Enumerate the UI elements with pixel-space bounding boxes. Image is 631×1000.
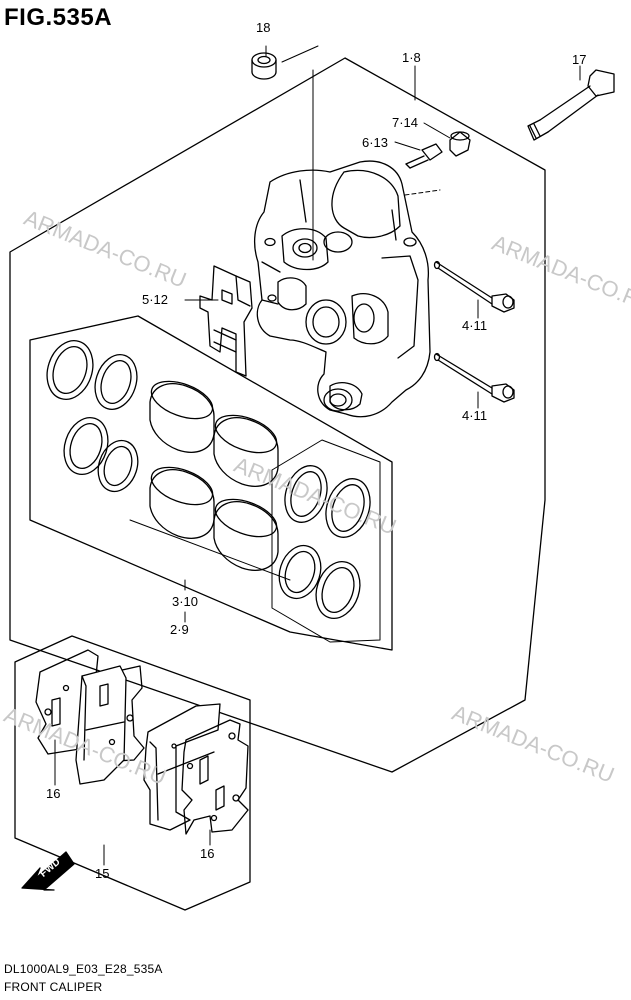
leader-lines — [54, 45, 581, 866]
pad-pin-upper — [433, 260, 515, 313]
callout-bleeder-cap[interactable]: 7·14 — [392, 115, 419, 130]
callout-pad-set[interactable]: 15 — [95, 866, 110, 881]
diagram-name: FRONT CALIPER — [4, 980, 103, 994]
brake-pad-right — [143, 703, 249, 835]
seal-rings-left — [46, 340, 139, 493]
callout-pad-spring[interactable]: 5·12 — [142, 292, 169, 307]
forward-direction-arrow-icon — [21, 851, 75, 891]
callout-piston-set[interactable]: 2·9 — [170, 622, 189, 637]
caliper-mounting-bolt — [527, 69, 615, 141]
brake-pad-left — [35, 649, 145, 785]
pad-spring — [199, 265, 253, 377]
callout-pad-left[interactable]: 16 — [46, 786, 61, 801]
callout-bushing[interactable]: 18 — [256, 20, 271, 35]
callout-seal-set[interactable]: 3·10 — [172, 594, 199, 609]
bushing-part — [251, 52, 277, 80]
caliper-body — [253, 160, 431, 418]
piston-seal-group-frame — [29, 315, 393, 651]
bleeder-valve — [405, 143, 443, 169]
callout-caliper-body[interactable]: 1·8 — [402, 50, 421, 65]
callout-bleeder-valve[interactable]: 6·13 — [362, 135, 389, 150]
figure-title: FIG.535A — [4, 4, 113, 31]
caliper-assembly-frame — [9, 57, 546, 773]
diagram-code: DL1000AL9_E03_E28_535A — [4, 962, 163, 976]
callout-mounting-bolt[interactable]: 17 — [572, 52, 587, 67]
pad-set-frame — [14, 635, 251, 911]
callout-pad-right[interactable]: 16 — [200, 846, 215, 861]
pistons — [149, 380, 279, 571]
callout-pad-pin-lower[interactable]: 4·11 — [462, 408, 488, 423]
seal-rings-right — [271, 439, 381, 643]
pad-pin-lower — [433, 352, 515, 403]
callout-pad-pin-upper[interactable]: 4·11 — [462, 318, 488, 333]
bleeder-cap — [449, 131, 471, 157]
